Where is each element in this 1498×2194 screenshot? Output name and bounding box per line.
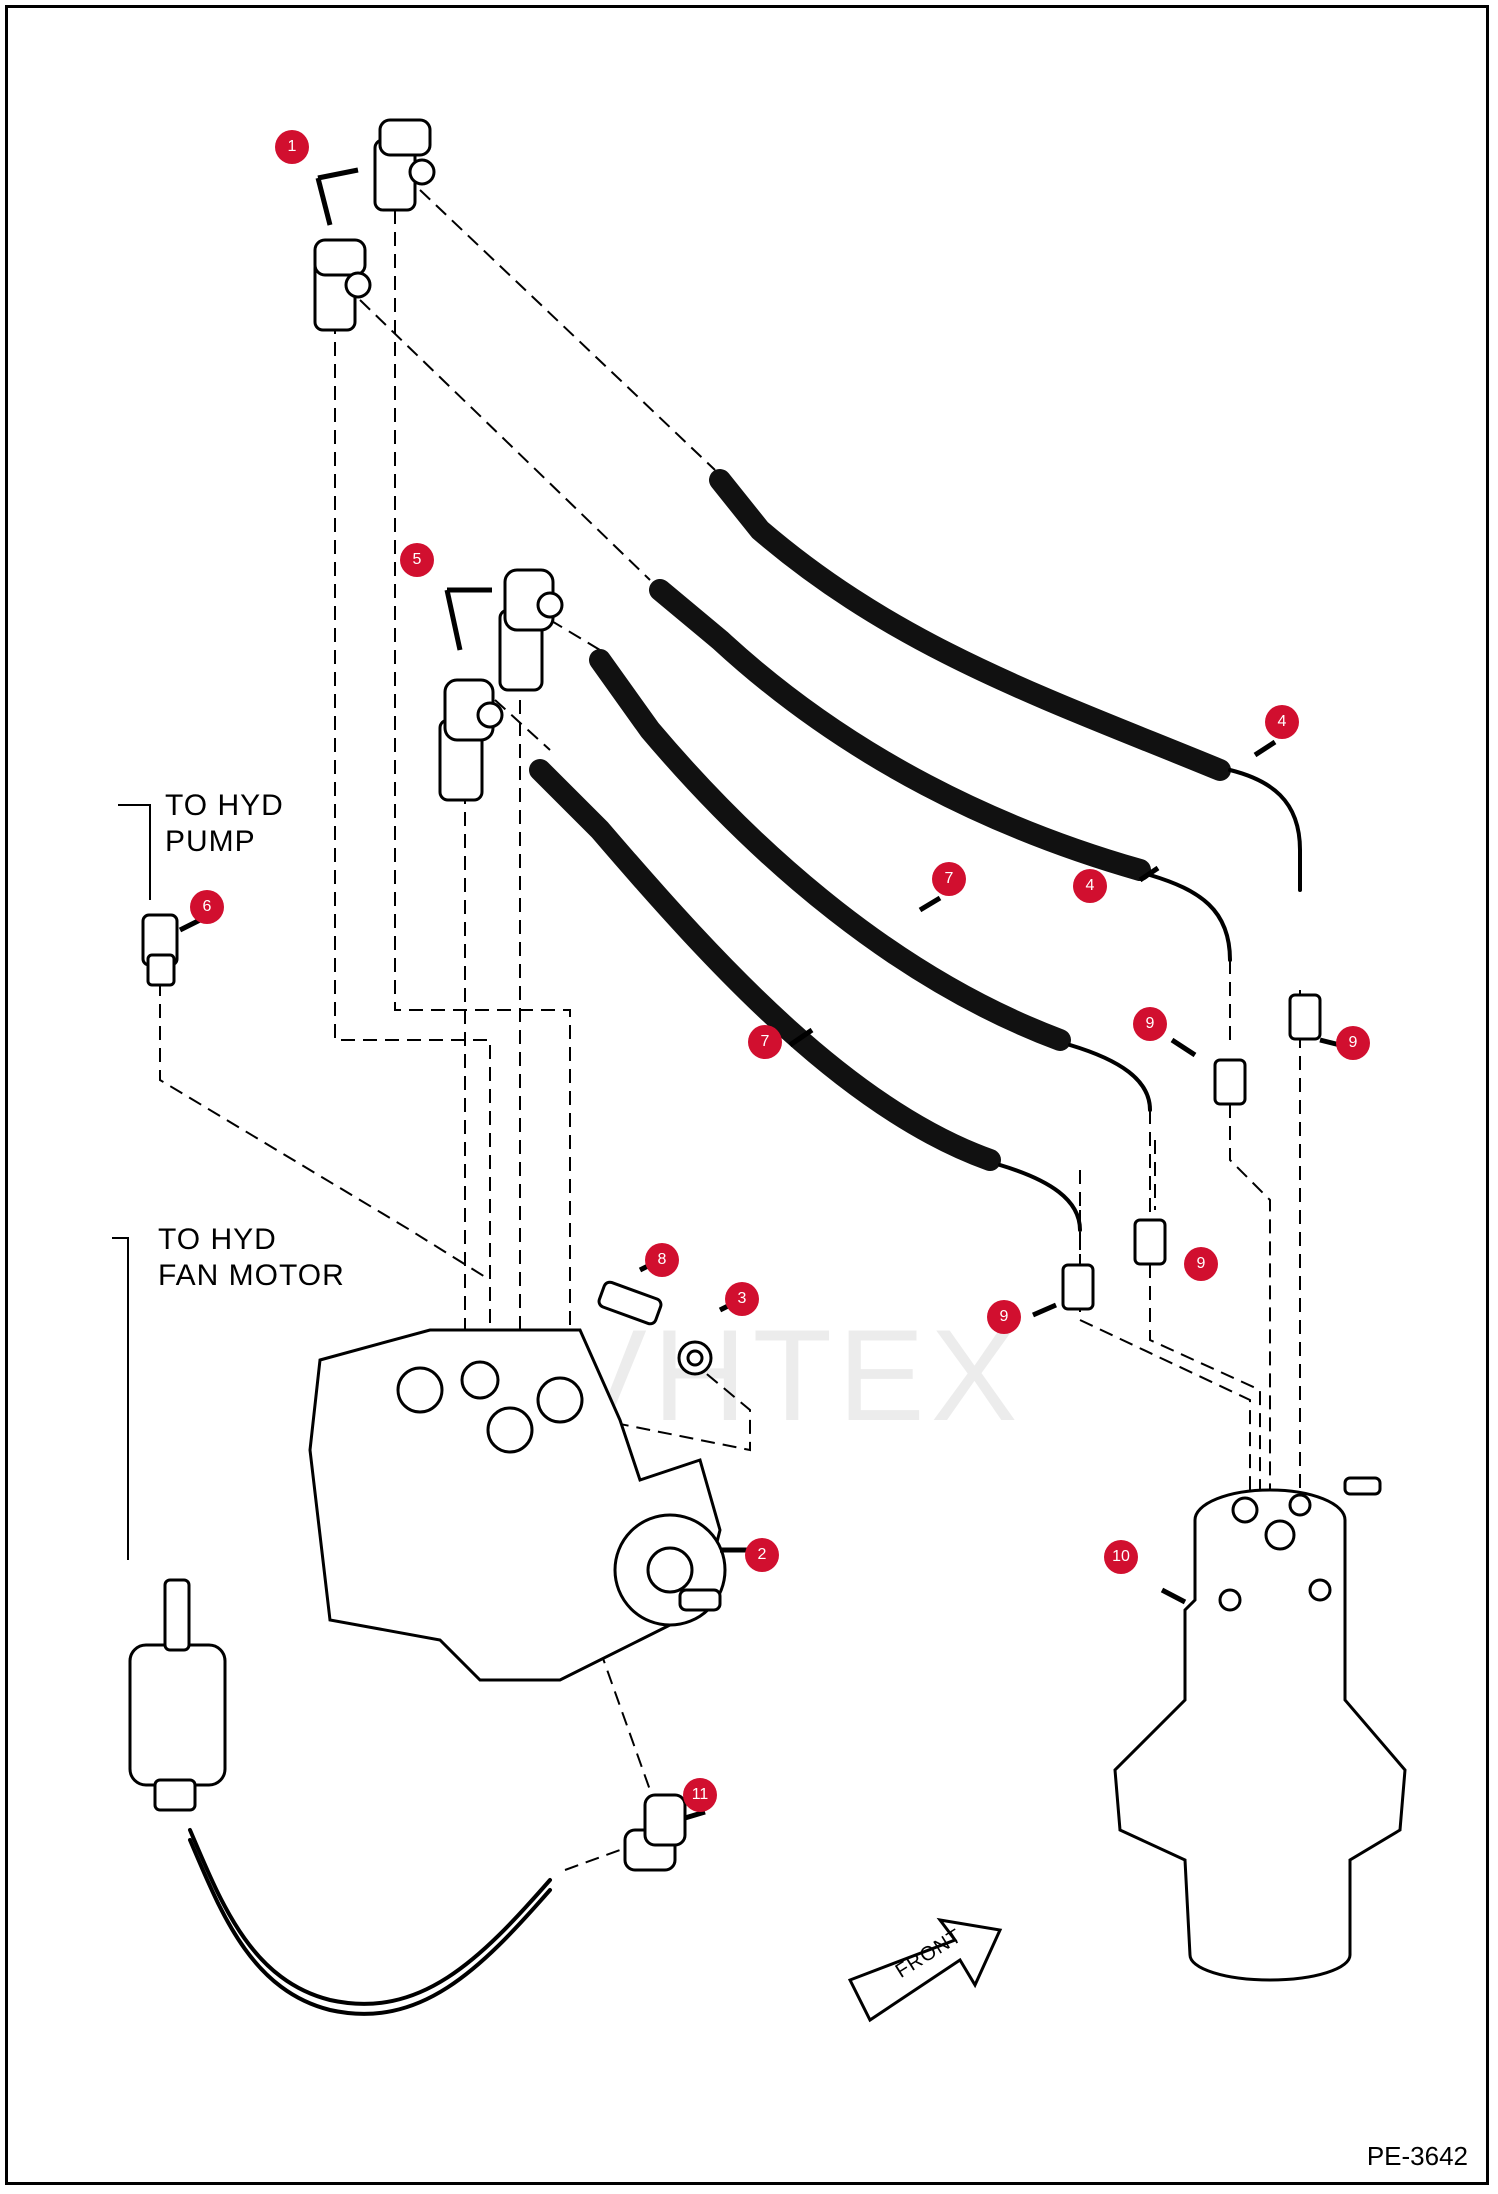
callout-8[interactable]: 8	[645, 1243, 679, 1277]
callout-9a[interactable]: 9	[1133, 1007, 1167, 1041]
part-outlines	[128, 118, 1407, 2023]
to-hyd-fan-motor-line1: TO HYD	[158, 1223, 277, 1256]
hose-7b	[529, 759, 1001, 1171]
connector-9b	[1213, 1058, 1247, 1106]
hose-4a	[709, 469, 1231, 781]
inline-filter	[128, 1578, 227, 1812]
to-hyd-pump-label: TO HYD PUMP	[165, 788, 284, 860]
to-hyd-pump-line2: PUMP	[165, 825, 256, 858]
watermark: VHTEX	[560, 1302, 1024, 1448]
connector-9a	[1288, 993, 1322, 1041]
to-hyd-fan-motor-line2: FAN MOTOR	[158, 1259, 345, 1292]
elbow-fitting-11	[623, 1793, 687, 1872]
callout-1[interactable]: 1	[275, 130, 309, 164]
callout-6[interactable]: 6	[190, 890, 224, 924]
hydraulic-pump-2	[308, 1328, 727, 1682]
callout-2[interactable]: 2	[745, 1538, 779, 1572]
swivel-joint-10	[1113, 1476, 1407, 1982]
adapter-6	[141, 913, 179, 987]
drawing-frame	[5, 5, 1489, 2185]
callout-3[interactable]: 3	[725, 1282, 759, 1316]
washer-3	[677, 1340, 713, 1376]
label-leaders	[112, 804, 151, 1560]
front-arrow	[847, 1917, 1003, 2023]
callout-7b[interactable]: 7	[748, 1025, 782, 1059]
elbow-fitting-1a	[373, 118, 436, 212]
connector-9c	[1133, 1218, 1167, 1266]
fan-motor-hose	[188, 1828, 552, 2006]
callout-9c[interactable]: 9	[1184, 1247, 1218, 1281]
callout-11[interactable]: 11	[683, 1778, 717, 1812]
elbow-fitting-5a	[498, 568, 564, 692]
hose-7a	[589, 649, 1071, 1051]
callout-4b[interactable]: 4	[1073, 869, 1107, 903]
callout-7a[interactable]: 7	[932, 862, 966, 896]
drawing-code: PE-3642	[1366, 2141, 1468, 2171]
to-hyd-pump-line1: TO HYD	[165, 789, 284, 822]
callout-9d[interactable]: 9	[987, 1300, 1021, 1334]
hoses	[188, 469, 1302, 2016]
connector-9d	[1061, 1263, 1095, 1311]
callout-5[interactable]: 5	[400, 543, 434, 577]
to-hyd-fan-motor-label: TO HYD FAN MOTOR	[158, 1222, 345, 1294]
callout-4a[interactable]: 4	[1265, 705, 1299, 739]
elbow-fitting-5b	[438, 678, 504, 802]
callout-9b[interactable]: 9	[1336, 1026, 1370, 1060]
elbow-fitting-1b	[313, 238, 372, 332]
bolt-8	[597, 1280, 663, 1326]
hose-4b	[649, 579, 1151, 881]
callout-10[interactable]: 10	[1104, 1540, 1138, 1574]
